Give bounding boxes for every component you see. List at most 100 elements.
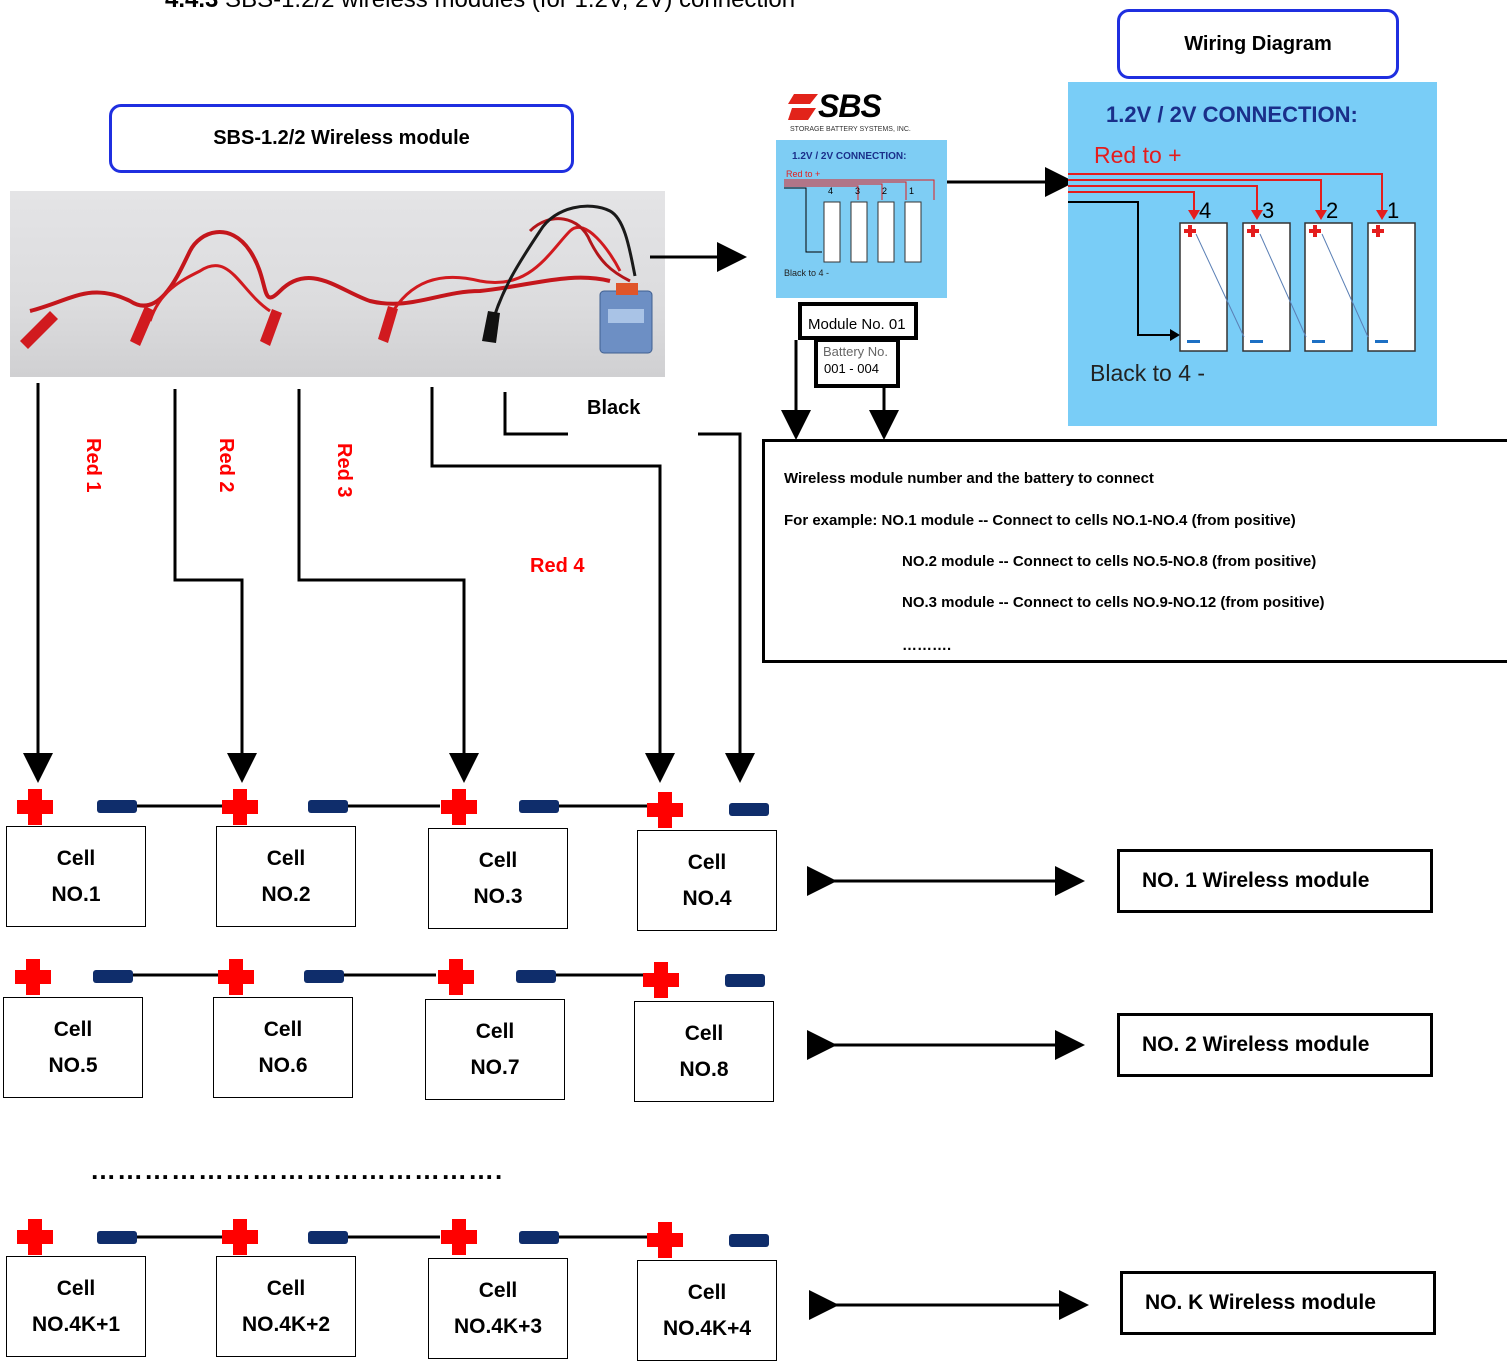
- negative-terminal-icon: [308, 1231, 348, 1244]
- cell-word: Cell: [475, 1019, 515, 1043]
- cell-number: NO.8: [679, 1057, 729, 1081]
- wiring-diagram-label: Wiring Diagram: [1117, 9, 1399, 79]
- cell-word: Cell: [478, 848, 518, 872]
- negative-terminal-icon: [304, 970, 344, 983]
- big-red-to: Red to +: [1094, 142, 1182, 168]
- positive-terminal-icon: [218, 959, 254, 995]
- cell-number: NO.4: [682, 886, 732, 910]
- cell-word: Cell: [687, 1280, 727, 1304]
- positive-terminal-icon: [17, 1219, 53, 1255]
- cell-number: NO.6: [258, 1053, 308, 1077]
- cell-number: NO.4K+2: [241, 1312, 331, 1336]
- black-label: Black: [587, 397, 641, 419]
- positive-terminal-icon: [647, 792, 683, 828]
- section-title-text: SBS-1.2/2 wireless modules (for 1.2V, 2V…: [218, 0, 795, 13]
- red2-label: Red 2: [215, 438, 237, 493]
- cell-word: Cell: [478, 1278, 518, 1302]
- sbs-brand: SBS: [818, 88, 882, 124]
- red1-label: Red 1: [82, 438, 104, 493]
- cell-word: Cell: [687, 850, 727, 874]
- big-num-4: 4: [1199, 198, 1212, 223]
- sbs-logo: SBS: [788, 88, 938, 124]
- module-photo-graphic: [20, 204, 653, 354]
- positive-terminal-icon: [17, 789, 53, 825]
- cell-word: Cell: [263, 1017, 303, 1041]
- cell-number: NO.4K+3: [453, 1314, 543, 1338]
- module-box: NO. 2 Wireless module: [1117, 1013, 1433, 1077]
- cell-number: NO.2: [261, 882, 311, 906]
- cell-number: NO.5: [48, 1053, 98, 1077]
- cell-number: NO.7: [470, 1055, 520, 1079]
- module-box: NO. K Wireless module: [1120, 1271, 1436, 1335]
- note-line3: NO.3 module -- Connect to cells NO.9-NO.…: [902, 594, 1325, 611]
- section-number: 4.4.3: [165, 0, 218, 13]
- note-line4: ……….: [902, 637, 952, 654]
- negative-terminal-icon: [519, 1231, 559, 1244]
- battery-no-value: 001 - 004: [824, 361, 879, 376]
- module-photo-label: SBS-1.2/2 Wireless module: [109, 104, 574, 173]
- cell-word: Cell: [56, 1276, 96, 1300]
- module-no-text: Module No. 01: [808, 316, 906, 333]
- small-num-2: 2: [882, 186, 888, 196]
- cell-word: Cell: [684, 1021, 724, 1045]
- battery-no-label: Battery No.: [823, 344, 889, 359]
- negative-terminal-icon: [725, 974, 765, 987]
- cell-number: NO.3: [473, 884, 523, 908]
- positive-terminal-icon: [438, 959, 474, 995]
- negative-terminal-icon: [97, 1231, 137, 1244]
- big-num-1: 1: [1387, 198, 1400, 223]
- section-title: 4.4.3 SBS-1.2/2 wireless modules (for 1.…: [165, 0, 795, 14]
- module-box: NO. 1 Wireless module: [1117, 849, 1433, 913]
- small-black-to: Black to 4 -: [784, 268, 830, 278]
- continuation-dots: ……………………………………….: [90, 1155, 504, 1185]
- positive-terminal-icon: [15, 959, 51, 995]
- positive-terminal-icon: [441, 1219, 477, 1255]
- small-num-1: 1: [909, 186, 915, 196]
- small-connection-panel: 1.2V / 2V CONNECTION: Red to + 4 3 2 1 B…: [776, 140, 947, 298]
- cell-number: NO.4K+4: [662, 1316, 752, 1340]
- cell-word: Cell: [53, 1017, 93, 1041]
- cell-number: NO.4K+1: [31, 1312, 121, 1336]
- negative-terminal-icon: [308, 800, 348, 813]
- note-line1: For example: NO.1 module -- Connect to c…: [784, 512, 1296, 529]
- explanation-note: Wireless module number and the battery t…: [762, 439, 1507, 663]
- wiring-diagram-panel: 1.2V / 2V CONNECTION: Red to + 4 3 2 1 B…: [1068, 82, 1437, 426]
- sbs-label-picture: SBS STORAGE BATTERY SYSTEMS, INC. 1.2V /…: [776, 88, 947, 299]
- negative-terminal-icon: [519, 800, 559, 813]
- sbs-company: STORAGE BATTERY SYSTEMS, INC.: [790, 126, 911, 133]
- big-num-3: 3: [1262, 198, 1275, 223]
- small-wiring-graphic: [784, 179, 935, 263]
- positive-terminal-icon: [222, 1219, 258, 1255]
- cell-word: Cell: [266, 1276, 306, 1300]
- negative-terminal-icon: [97, 800, 137, 813]
- positive-terminal-icon: [647, 1222, 683, 1258]
- negative-terminal-icon: [729, 1234, 769, 1247]
- wireless-module-photo: [10, 191, 665, 377]
- big-connection-title: 1.2V / 2V CONNECTION:: [1106, 102, 1358, 127]
- small-connection-title: 1.2V / 2V CONNECTION:: [792, 151, 907, 162]
- note-line2: NO.2 module -- Connect to cells NO.5-NO.…: [902, 553, 1317, 570]
- negative-terminal-icon: [729, 803, 769, 816]
- small-num-4: 4: [828, 186, 834, 196]
- positive-terminal-icon: [643, 962, 679, 998]
- module-no-box: Module No. 01: [798, 302, 918, 340]
- small-num-3: 3: [855, 186, 861, 196]
- cell-word: Cell: [266, 846, 306, 870]
- cell-word: Cell: [56, 846, 96, 870]
- small-red-to: Red to +: [786, 169, 821, 179]
- big-wiring-graphic: [1068, 173, 1416, 352]
- positive-terminal-icon: [222, 789, 258, 825]
- red4-label: Red 4: [530, 555, 585, 577]
